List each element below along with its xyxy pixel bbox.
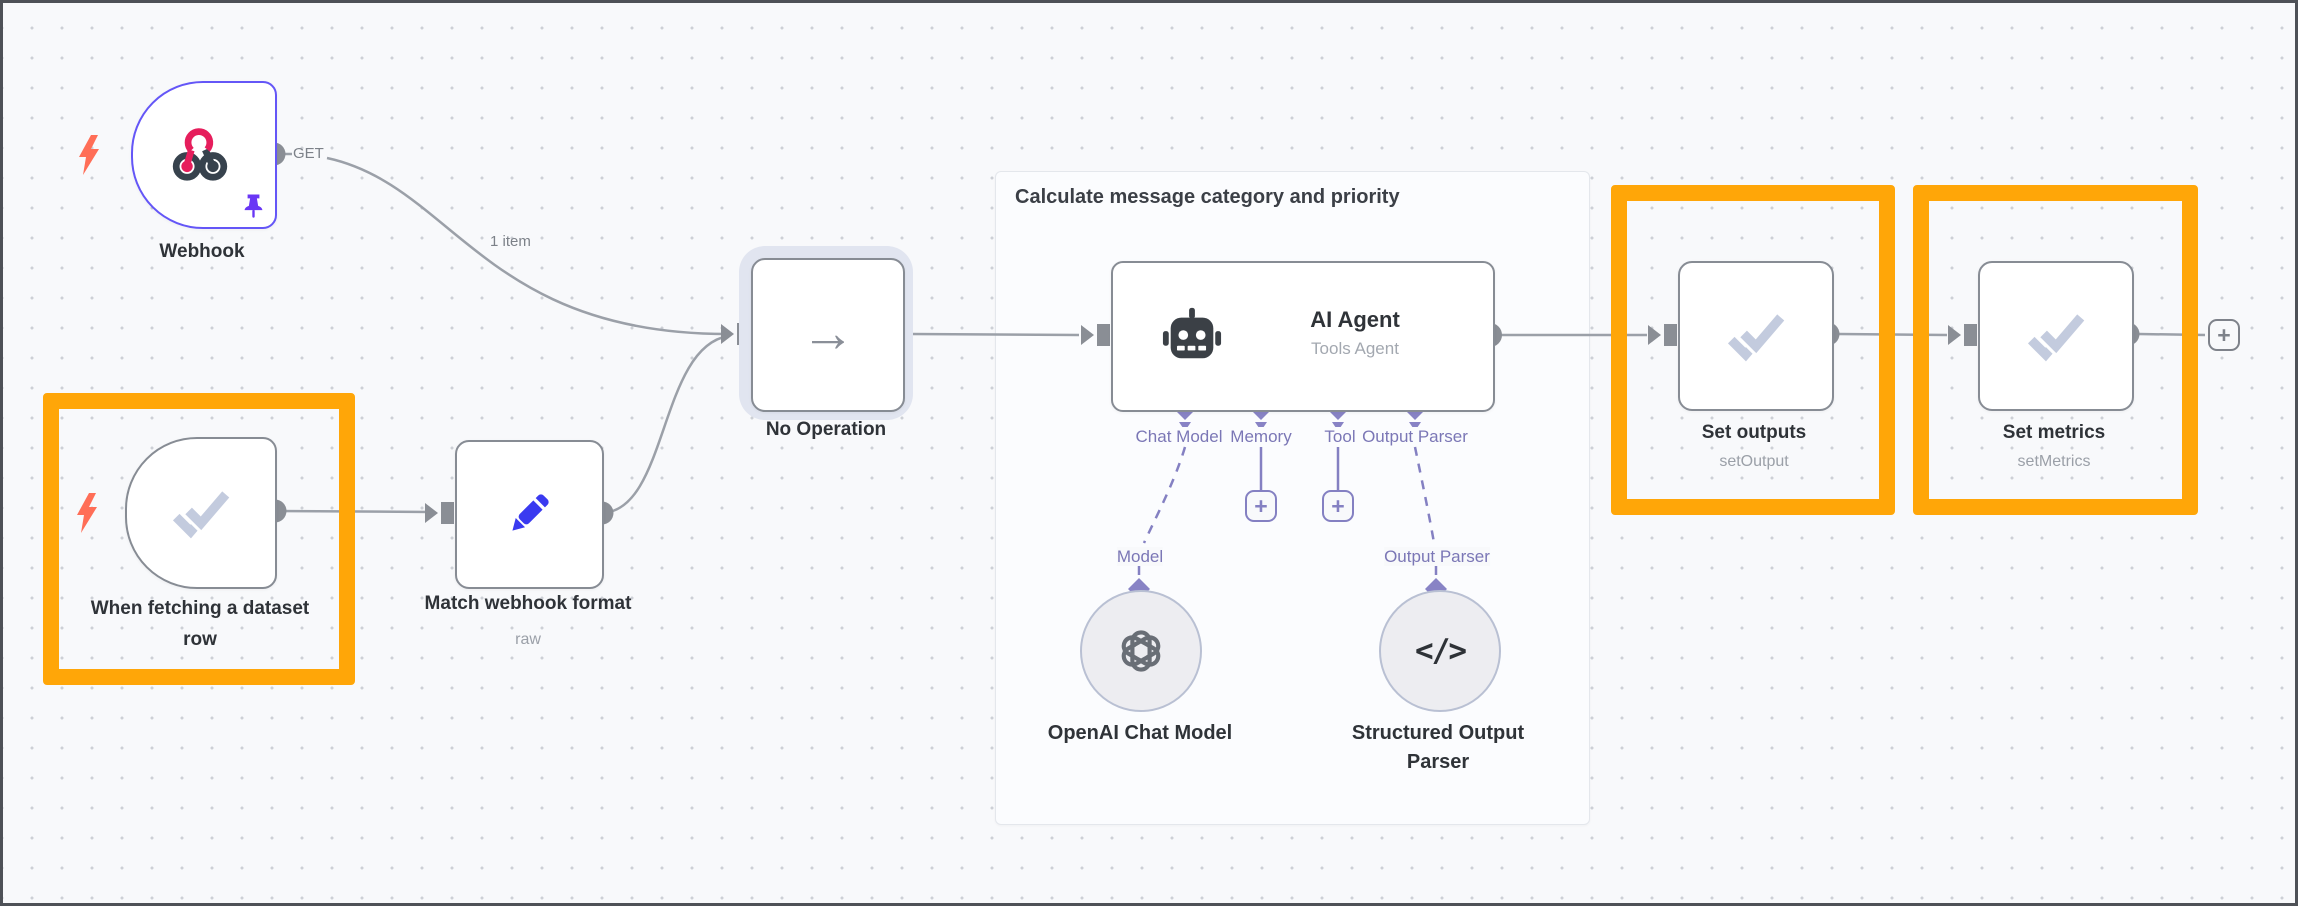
node-ai-agent-title: AI Agent <box>1310 307 1400 332</box>
double-check-icon <box>2023 303 2089 369</box>
port-chat-model: Chat Model <box>1135 427 1223 446</box>
node-set-outputs-label: Set outputs <box>1701 422 1807 443</box>
robot-icon <box>1161 305 1223 367</box>
node-set-outputs[interactable] <box>1678 261 1834 411</box>
node-ai-agent[interactable]: AI Agent Tools Agent <box>1111 261 1495 412</box>
node-match-format-subtitle: raw <box>515 631 541 648</box>
node-set-metrics-subtitle: setMetrics <box>2017 453 2091 470</box>
node-match-webhook-format[interactable] <box>455 440 604 589</box>
add-tool-button[interactable]: + <box>1322 490 1354 522</box>
pin-icon <box>244 194 263 218</box>
openai-logo-icon <box>1121 630 1161 672</box>
code-brackets-icon: </> <box>1415 633 1467 669</box>
connection-items-label: 1 item <box>490 233 531 250</box>
node-webhook[interactable] <box>131 81 277 229</box>
double-check-icon <box>168 480 234 546</box>
node-no-operation[interactable]: → <box>751 258 905 412</box>
node-set-outputs-subtitle: setOutput <box>1719 453 1789 470</box>
port-output-parser-in: Output Parser <box>1384 547 1490 566</box>
add-memory-button[interactable]: + <box>1245 490 1277 522</box>
wire-webhook-to-noop-curve <box>326 156 728 336</box>
sticky-note-title: Calculate message category and priority <box>1015 186 1400 208</box>
node-openai-chat-model[interactable] <box>1080 590 1202 712</box>
port-output-parser: Output Parser <box>1362 427 1468 446</box>
port-memory: Memory <box>1230 427 1292 446</box>
wire-noop-to-agent <box>910 332 1080 337</box>
trigger-bolt-icon <box>79 135 99 175</box>
arrow-right-icon: → <box>801 303 855 363</box>
port-tool: Tool <box>1324 427 1356 446</box>
wire-setoutputs-to-setmetrics <box>1838 332 1948 337</box>
node-parser-label-line1: Structured Output <box>1351 722 1525 744</box>
wire-agent-chatmodel-dashed <box>1142 446 1187 544</box>
wire-setmetrics-to-add <box>2138 332 2206 337</box>
port-model-in: Model <box>1116 547 1164 566</box>
node-ai-agent-subtitle: Tools Agent <box>1311 339 1399 358</box>
connections-layer <box>262 142 2206 600</box>
node-openai-label: OpenAI Chat Model <box>1047 722 1233 744</box>
wire-agent-outputparser-dashed <box>1413 446 1436 544</box>
add-node-button[interactable]: + <box>2208 319 2240 351</box>
node-match-format-label: Match webhook format <box>424 593 632 614</box>
webhook-icon <box>171 126 229 184</box>
double-check-icon <box>1723 303 1789 369</box>
node-parser-label-line2: Parser <box>1406 751 1470 773</box>
node-set-metrics[interactable] <box>1978 261 2134 411</box>
pencil-icon <box>499 484 559 544</box>
node-webhook-label: Webhook <box>159 241 245 262</box>
node-when-fetching-label-line1: When fetching a dataset <box>90 598 310 619</box>
node-when-fetching-label-line2: row <box>183 629 217 650</box>
webhook-method-label: GET <box>293 145 324 162</box>
trigger-bolt-icon <box>77 493 97 533</box>
node-no-operation-label: No Operation <box>765 419 887 440</box>
node-set-metrics-label: Set metrics <box>2002 422 2106 443</box>
wire-match-to-noop <box>601 334 729 515</box>
node-when-fetching-dataset-row[interactable] <box>125 437 277 589</box>
node-structured-output-parser[interactable]: </> <box>1379 590 1501 712</box>
wire-whenfetching-to-match <box>274 509 432 514</box>
